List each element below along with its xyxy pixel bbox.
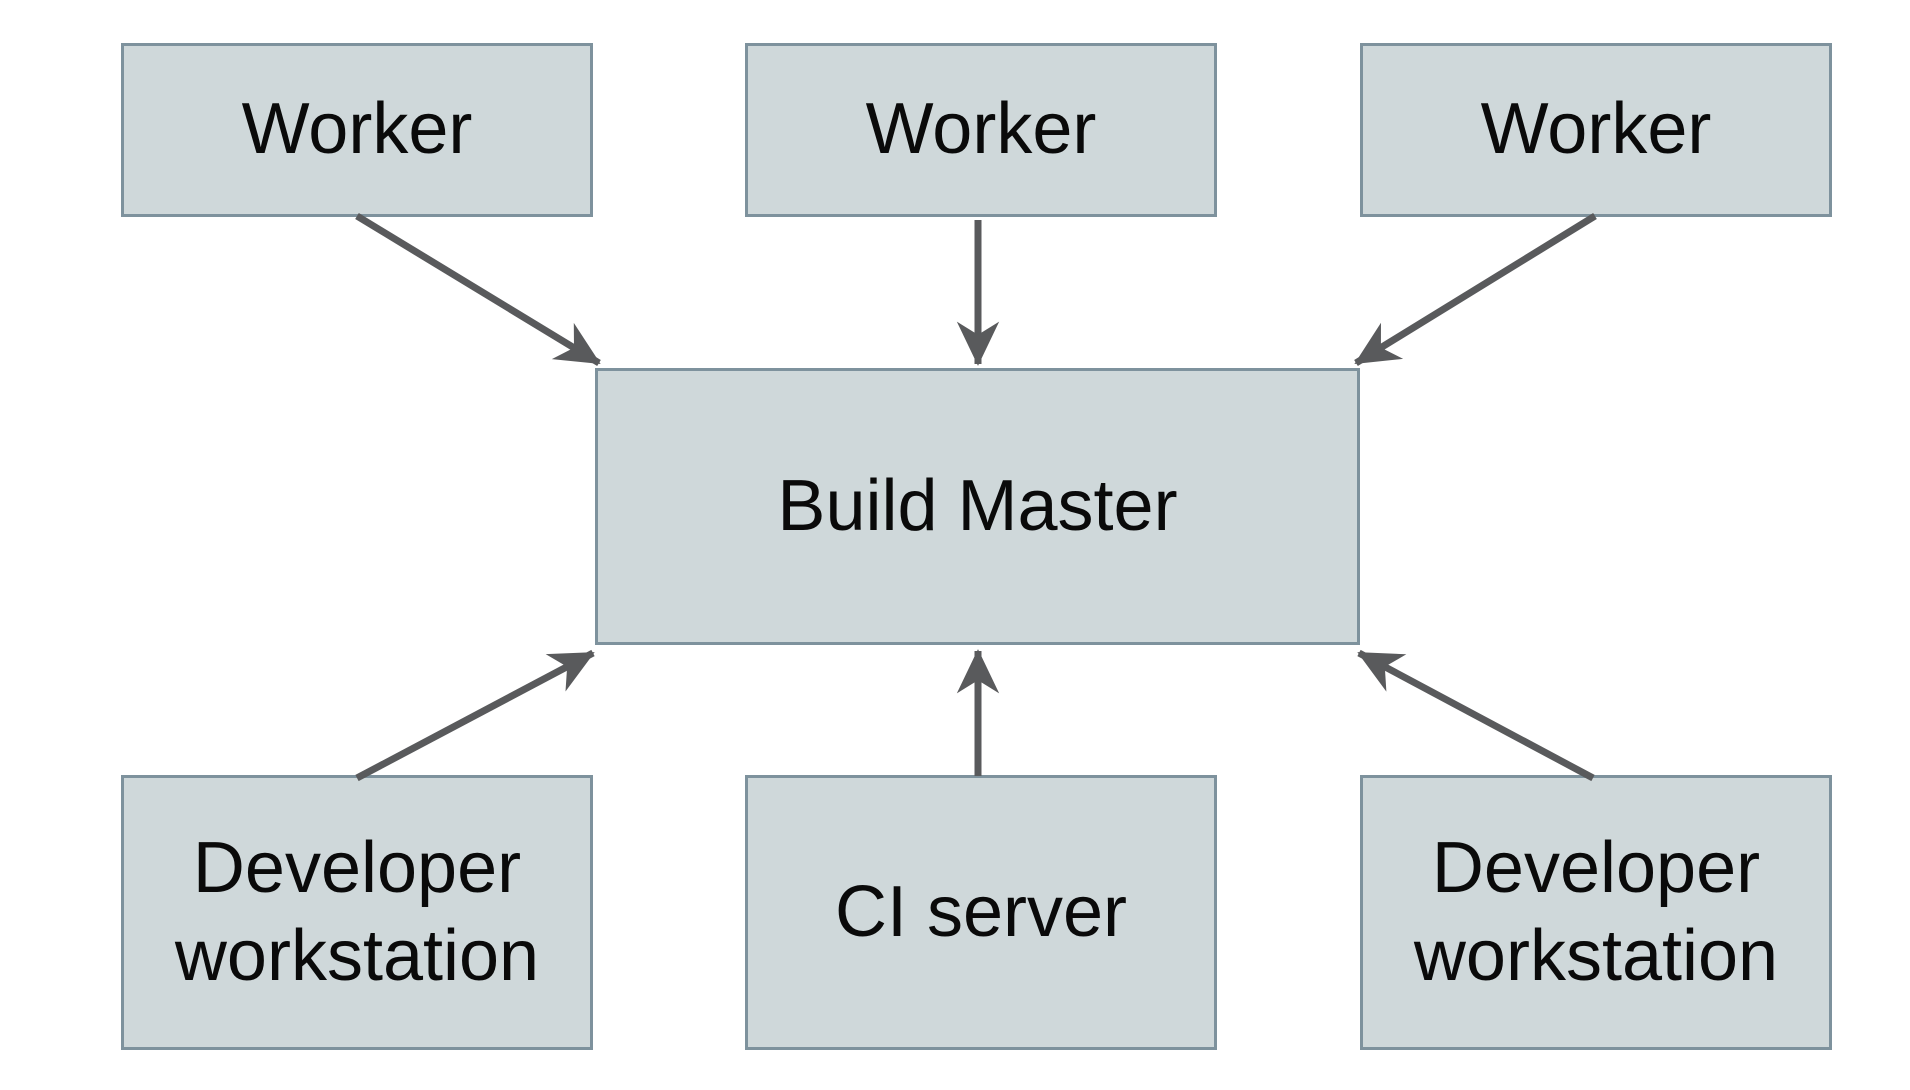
node-developer-workstation-right: Developer workstation — [1360, 775, 1832, 1050]
node-developer-workstation-left-label: Developer workstation — [174, 827, 540, 996]
node-build-master: Build Master — [595, 368, 1360, 645]
node-worker-right: Worker — [1360, 43, 1832, 217]
node-worker-middle: Worker — [745, 43, 1217, 217]
arrow-dev-right-to-build-master — [1357, 649, 1595, 782]
node-ci-server-label: CI server — [834, 871, 1128, 952]
node-worker-middle-label: Worker — [865, 89, 1097, 170]
node-worker-right-label: Worker — [1480, 89, 1712, 170]
node-developer-workstation-left: Developer workstation — [121, 775, 593, 1050]
arrow-worker-left-to-build-master — [355, 213, 601, 366]
node-ci-server: CI server — [745, 775, 1217, 1050]
arrow-dev-left-to-build-master — [355, 649, 595, 782]
node-worker-left-label: Worker — [241, 89, 473, 170]
node-worker-left: Worker — [121, 43, 593, 217]
node-build-master-label: Build Master — [777, 465, 1178, 546]
arrow-worker-right-to-build-master — [1354, 213, 1597, 366]
node-developer-workstation-right-label: Developer workstation — [1413, 827, 1779, 996]
